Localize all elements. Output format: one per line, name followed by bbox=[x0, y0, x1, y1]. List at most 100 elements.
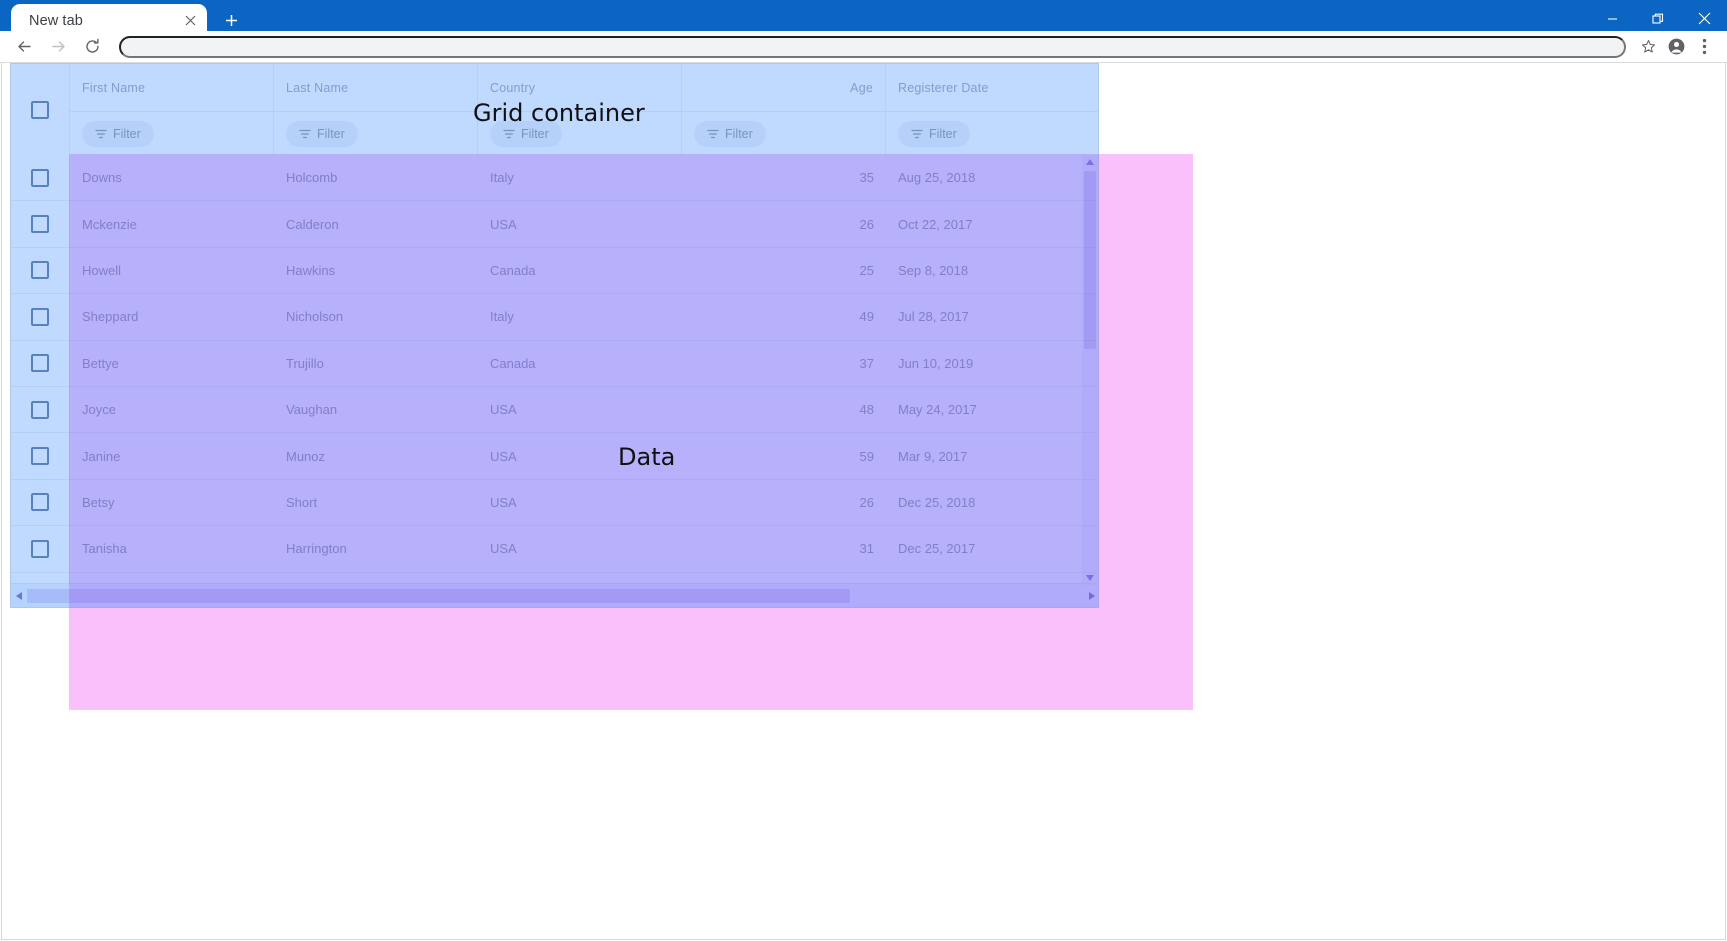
cell-age: 49 bbox=[859, 309, 874, 325]
table-row[interactable]: Bettye Trujillo Canada 37 Jun 10, 2019 bbox=[11, 340, 1098, 387]
column-header-first-name[interactable]: First Name Filter bbox=[70, 64, 274, 155]
cell-country: Italy bbox=[490, 309, 514, 325]
data-grid: First Name Filter Last Name bbox=[10, 63, 1099, 608]
row-checkbox[interactable] bbox=[31, 493, 49, 512]
vertical-scrollbar-thumb[interactable] bbox=[1084, 171, 1096, 349]
column-title: Age bbox=[850, 80, 873, 95]
cell-country: Italy bbox=[490, 170, 514, 186]
cell-first-name: Mckenzie bbox=[82, 216, 137, 232]
cell-first-name: Downs bbox=[82, 170, 122, 186]
three-dot-menu-icon[interactable] bbox=[1690, 33, 1718, 61]
row-select-cell[interactable] bbox=[11, 479, 70, 526]
address-bar-input[interactable] bbox=[119, 35, 1626, 58]
account-icon[interactable] bbox=[1662, 33, 1690, 61]
window-controls bbox=[1589, 0, 1727, 37]
table-row[interactable]: Tanisha Harrington USA 31 Dec 25, 2017 bbox=[11, 526, 1098, 573]
select-all-checkbox[interactable] bbox=[31, 100, 49, 119]
star-icon[interactable] bbox=[1634, 33, 1662, 61]
table-row[interactable]: Downs Holcomb Italy 35 Aug 25, 2018 bbox=[11, 155, 1098, 202]
forward-arrow-icon[interactable] bbox=[43, 32, 73, 62]
horizontal-scrollbar-track[interactable] bbox=[27, 584, 1084, 608]
table-row[interactable]: Betsy Short USA 26 Dec 25, 2018 bbox=[11, 479, 1098, 527]
column-title: Last Name bbox=[286, 80, 349, 95]
vertical-scrollbar[interactable] bbox=[1082, 155, 1098, 585]
row-select-cell[interactable] bbox=[11, 294, 70, 340]
back-arrow-icon[interactable] bbox=[9, 32, 39, 62]
row-select-cell[interactable] bbox=[11, 572, 70, 585]
table-row[interactable]: Joyce Vaughan USA 48 May 24, 2017 bbox=[11, 386, 1098, 434]
row-select-cell[interactable] bbox=[11, 155, 70, 201]
cell-last-name: Nicholson bbox=[286, 309, 344, 325]
filter-icon bbox=[95, 128, 107, 140]
column-header-country[interactable]: Country Filter bbox=[478, 64, 682, 155]
filter-icon bbox=[299, 128, 311, 140]
close-icon[interactable] bbox=[181, 12, 199, 30]
reload-icon[interactable] bbox=[77, 32, 107, 62]
cell-last-name: Munoz bbox=[286, 448, 326, 464]
tab-strip: New tab bbox=[0, 0, 1727, 37]
close-icon[interactable] bbox=[1681, 0, 1727, 37]
filter-button-registerer-date[interactable]: Filter bbox=[898, 120, 970, 147]
row-checkbox[interactable] bbox=[31, 261, 49, 280]
page-viewport: First Name Filter Last Name bbox=[1, 63, 1726, 940]
scroll-right-arrow-icon[interactable] bbox=[1084, 584, 1098, 608]
table-row[interactable] bbox=[11, 572, 1098, 585]
row-select-cell[interactable] bbox=[11, 247, 70, 294]
filter-button-age[interactable]: Filter bbox=[694, 120, 766, 147]
column-header-registerer-date[interactable]: Registerer Date Filter bbox=[886, 64, 1098, 155]
row-select-cell[interactable] bbox=[11, 386, 70, 433]
cell-last-name: Short bbox=[286, 494, 318, 510]
row-checkbox[interactable] bbox=[31, 539, 49, 558]
cell-last-name: Vaughan bbox=[286, 402, 338, 418]
filter-button-first-name[interactable]: Filter bbox=[82, 120, 154, 147]
scroll-up-arrow-icon[interactable] bbox=[1082, 155, 1098, 169]
horizontal-scrollbar[interactable] bbox=[11, 583, 1098, 608]
maximize-icon[interactable] bbox=[1635, 0, 1681, 37]
row-checkbox[interactable] bbox=[31, 354, 49, 373]
column-header-age[interactable]: Age Filter bbox=[682, 64, 886, 155]
cell-country: Canada bbox=[490, 355, 536, 371]
cell-age: 37 bbox=[859, 355, 874, 371]
column-filter-cell: Filter bbox=[886, 111, 1098, 155]
row-select-cell[interactable] bbox=[11, 201, 70, 247]
horizontal-scrollbar-thumb[interactable] bbox=[27, 588, 850, 603]
filter-button-country[interactable]: Filter bbox=[490, 120, 562, 147]
table-row[interactable]: Janine Munoz USA 59 Mar 9, 2017 bbox=[11, 433, 1098, 480]
row-select-cell[interactable] bbox=[11, 526, 70, 572]
row-checkbox[interactable] bbox=[31, 168, 49, 187]
table-row[interactable]: Howell Hawkins Canada 25 Sep 8, 2018 bbox=[11, 247, 1098, 295]
cell-registerer-date: May 24, 2017 bbox=[898, 402, 977, 418]
row-select-cell[interactable] bbox=[11, 340, 70, 386]
scroll-down-arrow-icon[interactable] bbox=[1082, 571, 1098, 585]
cell-first-name: Janine bbox=[82, 448, 121, 464]
toolbar-actions bbox=[1634, 33, 1718, 61]
column-title: First Name bbox=[82, 80, 146, 95]
new-tab-button[interactable] bbox=[216, 5, 246, 35]
row-checkbox[interactable] bbox=[31, 447, 49, 466]
cell-last-name: Calderon bbox=[286, 216, 339, 232]
table-row[interactable]: Mckenzie Calderon USA 26 Oct 22, 2017 bbox=[11, 201, 1098, 248]
cell-age: 26 bbox=[859, 216, 874, 232]
filter-icon bbox=[503, 128, 515, 140]
cell-last-name: Hawkins bbox=[286, 262, 336, 278]
row-select-cell[interactable] bbox=[11, 433, 70, 479]
cell-country: USA bbox=[490, 448, 517, 464]
column-title: Registerer Date bbox=[898, 80, 989, 95]
filter-button-last-name[interactable]: Filter bbox=[286, 120, 358, 147]
row-checkbox[interactable] bbox=[31, 215, 49, 234]
select-all-cell[interactable] bbox=[11, 64, 70, 155]
row-checkbox[interactable] bbox=[31, 400, 49, 419]
column-header-last-name[interactable]: Last Name Filter bbox=[274, 64, 478, 155]
row-checkbox[interactable] bbox=[31, 307, 49, 326]
minimize-icon[interactable] bbox=[1589, 0, 1635, 37]
table-row[interactable]: Sheppard Nicholson Italy 49 Jul 28, 2017 bbox=[11, 294, 1098, 341]
browser-toolbar bbox=[0, 31, 1727, 63]
scroll-left-arrow-icon[interactable] bbox=[11, 584, 27, 608]
cell-country: USA bbox=[490, 541, 517, 557]
cell-country: USA bbox=[490, 402, 517, 418]
cell-registerer-date: Aug 25, 2018 bbox=[898, 170, 976, 186]
filter-label: Filter bbox=[317, 126, 345, 141]
cell-first-name: Sheppard bbox=[82, 309, 139, 325]
cell-registerer-date: Dec 25, 2017 bbox=[898, 541, 976, 557]
grid-body[interactable]: Downs Holcomb Italy 35 Aug 25, 2018 Mcke… bbox=[11, 155, 1098, 585]
